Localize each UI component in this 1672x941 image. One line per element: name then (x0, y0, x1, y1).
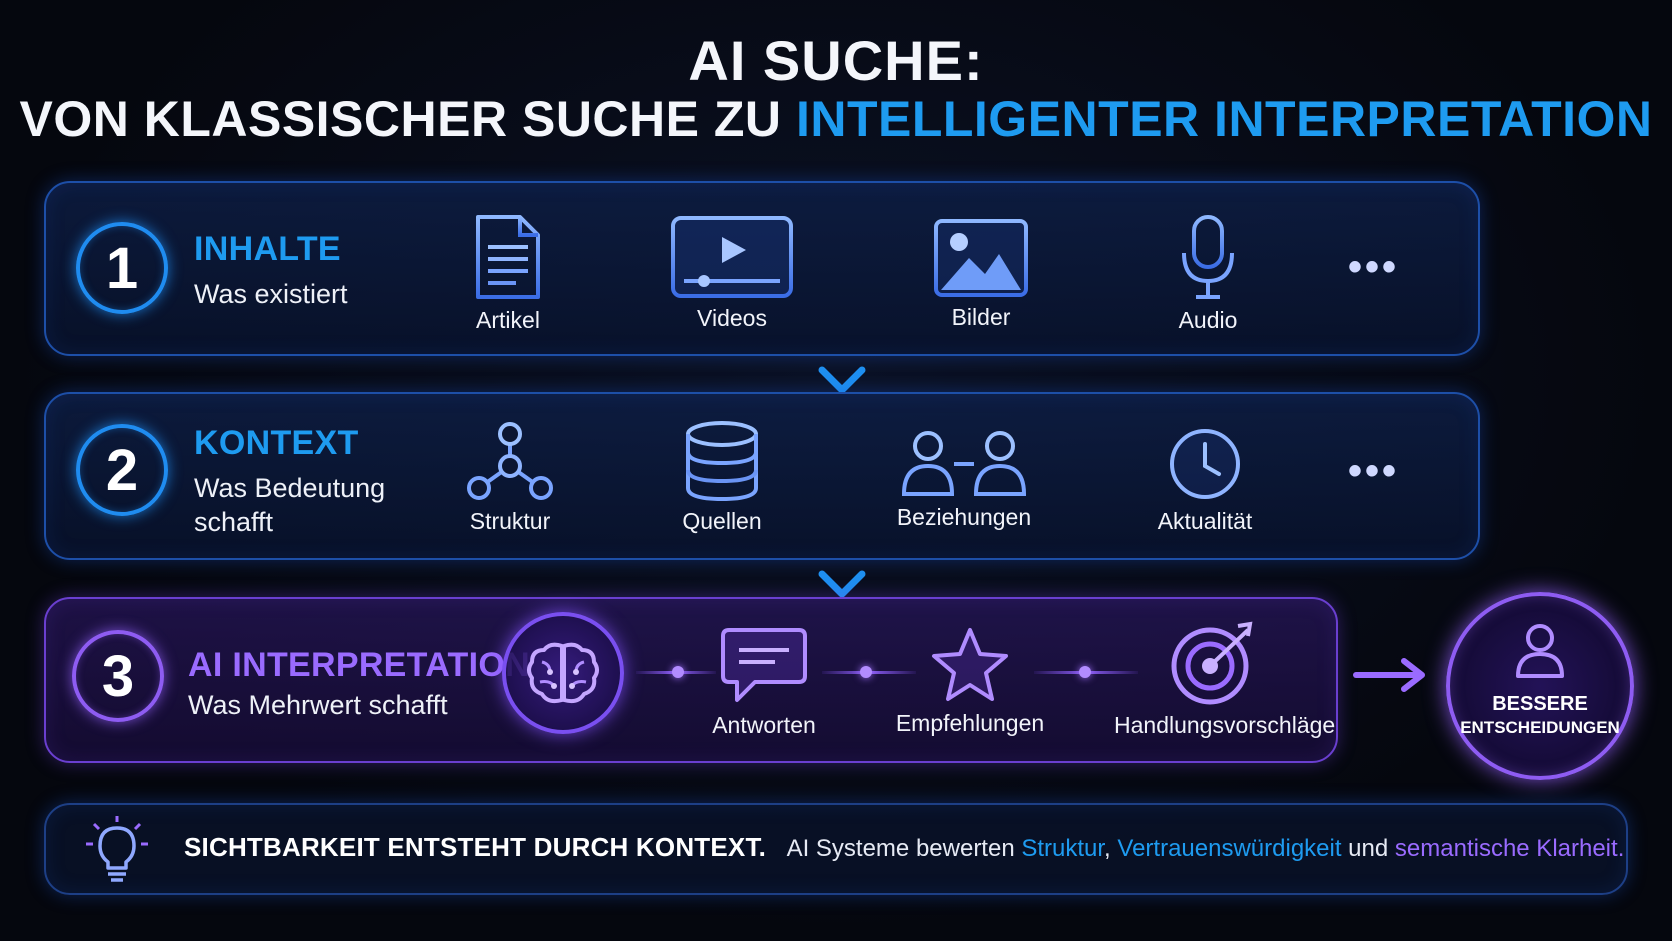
section-subtitle-kontext-line2: schafft (194, 507, 274, 537)
title-subtitle-highlight: INTELLIGENTER INTERPRETATION (795, 91, 1653, 147)
footer-text-prefix: AI Systeme bewerten (786, 835, 1022, 862)
item-handlungsvorschlaege: Handlungsvorschläge (1114, 620, 1336, 739)
network-icon (467, 422, 553, 500)
section-kontext-panel (44, 392, 1480, 560)
result-line1: BESSERE (1492, 693, 1588, 715)
connector-dot (860, 666, 872, 678)
chat-bubble-icon (721, 628, 807, 702)
title-main: AI SUCHE: (688, 29, 984, 92)
item-antworten: Antworten (674, 626, 854, 739)
item-label-beziehungen: Beziehungen (896, 504, 1032, 530)
footer-sentence: AI Systeme bewerten Struktur, Vertrauens… (787, 835, 1625, 862)
item-struktur: Struktur (420, 420, 600, 535)
database-icon (686, 421, 758, 502)
result-line2: ENTSCHEIDUNGEN (1460, 718, 1620, 737)
footer-term-klarheit: semantische Klarheit (1394, 835, 1618, 862)
section-title-ai-interpretation: AI INTERPRETATION (188, 646, 530, 684)
chevron-down-icon (818, 366, 866, 394)
item-bilder: Bilder (891, 218, 1071, 331)
section-subtitle-ai-interpretation: Was Mehrwert schafft (188, 690, 448, 720)
item-label-bilder: Bilder (951, 304, 1011, 330)
item-label-handlungsvorschlaege: Handlungsvorschläge (1114, 712, 1336, 738)
footer-term-vertrauen: Vertrauenswürdigkeit (1117, 835, 1342, 862)
section-subtitle-kontext: Was Bedeutung schafft (194, 471, 385, 539)
section-inhalte-panel (44, 181, 1480, 356)
people-link-icon (901, 431, 1027, 496)
microphone-icon (1182, 215, 1234, 299)
item-label-videos: Videos (697, 305, 767, 331)
result-bessere-entscheidungen: BESSERE ENTSCHEIDUNGEN (1446, 592, 1634, 780)
item-aktualitaet: Aktualität (1115, 426, 1295, 535)
more-dots-inhalte: ••• (1348, 245, 1400, 289)
item-label-audio: Audio (1178, 307, 1238, 333)
target-icon (1171, 621, 1253, 705)
item-label-quellen: Quellen (682, 508, 762, 534)
section-ai-interpretation-panel (44, 597, 1338, 763)
footer-sep2: und (1341, 835, 1395, 862)
footer-term-struktur: Struktur (1021, 835, 1105, 862)
brain-icon (527, 642, 599, 704)
more-dots-kontext: ••• (1348, 449, 1400, 493)
item-label-struktur: Struktur (469, 508, 551, 534)
step-number-1: 1 (76, 222, 168, 314)
item-audio: Audio (1118, 213, 1298, 334)
item-label-antworten: Antworten (712, 712, 816, 738)
step-number-3: 3 (72, 630, 164, 722)
star-icon (932, 628, 1008, 701)
title-subtitle: VON KLASSISCHER SUCHE ZU INTELLIGENTER I… (0, 90, 1672, 148)
footer-banner (44, 803, 1628, 895)
section-title-inhalte: INHALTE (194, 230, 341, 268)
footer-headline: SICHTBARKEIT ENTSTEHT DURCH KONTEXT. (184, 832, 767, 862)
item-quellen: Quellen (632, 420, 812, 535)
connector-dot (672, 666, 684, 678)
item-empfehlungen: Empfehlungen (880, 626, 1060, 737)
item-label-empfehlungen: Empfehlungen (895, 710, 1045, 736)
video-player-icon (671, 216, 793, 298)
connector-dot (1079, 666, 1091, 678)
item-artikel: Artikel (418, 213, 598, 334)
footer-text: SICHTBARKEIT ENTSTEHT DURCH KONTEXT. AI … (184, 832, 1624, 863)
brain-badge (502, 612, 624, 734)
item-videos: Videos (642, 215, 822, 332)
item-beziehungen: Beziehungen (874, 428, 1054, 531)
image-icon (934, 219, 1028, 297)
section-subtitle-kontext-line1: Was Bedeutung (194, 473, 386, 503)
item-label-aktualitaet: Aktualität (1157, 508, 1253, 534)
footer-end: . (1617, 835, 1625, 862)
document-icon (476, 215, 540, 299)
arrow-right-icon (1353, 658, 1425, 692)
section-subtitle-inhalte: Was existiert (194, 279, 348, 309)
item-label-artikel: Artikel (476, 307, 540, 333)
clock-icon (1170, 429, 1240, 499)
person-icon (1516, 624, 1564, 678)
chevron-down-icon (818, 570, 866, 598)
footer-sep1: , (1104, 835, 1118, 862)
section-title-kontext: KONTEXT (194, 424, 359, 462)
title-subtitle-prefix: VON KLASSISCHER SUCHE ZU (19, 91, 796, 147)
lightbulb-icon (86, 816, 148, 882)
step-number-2: 2 (76, 424, 168, 516)
